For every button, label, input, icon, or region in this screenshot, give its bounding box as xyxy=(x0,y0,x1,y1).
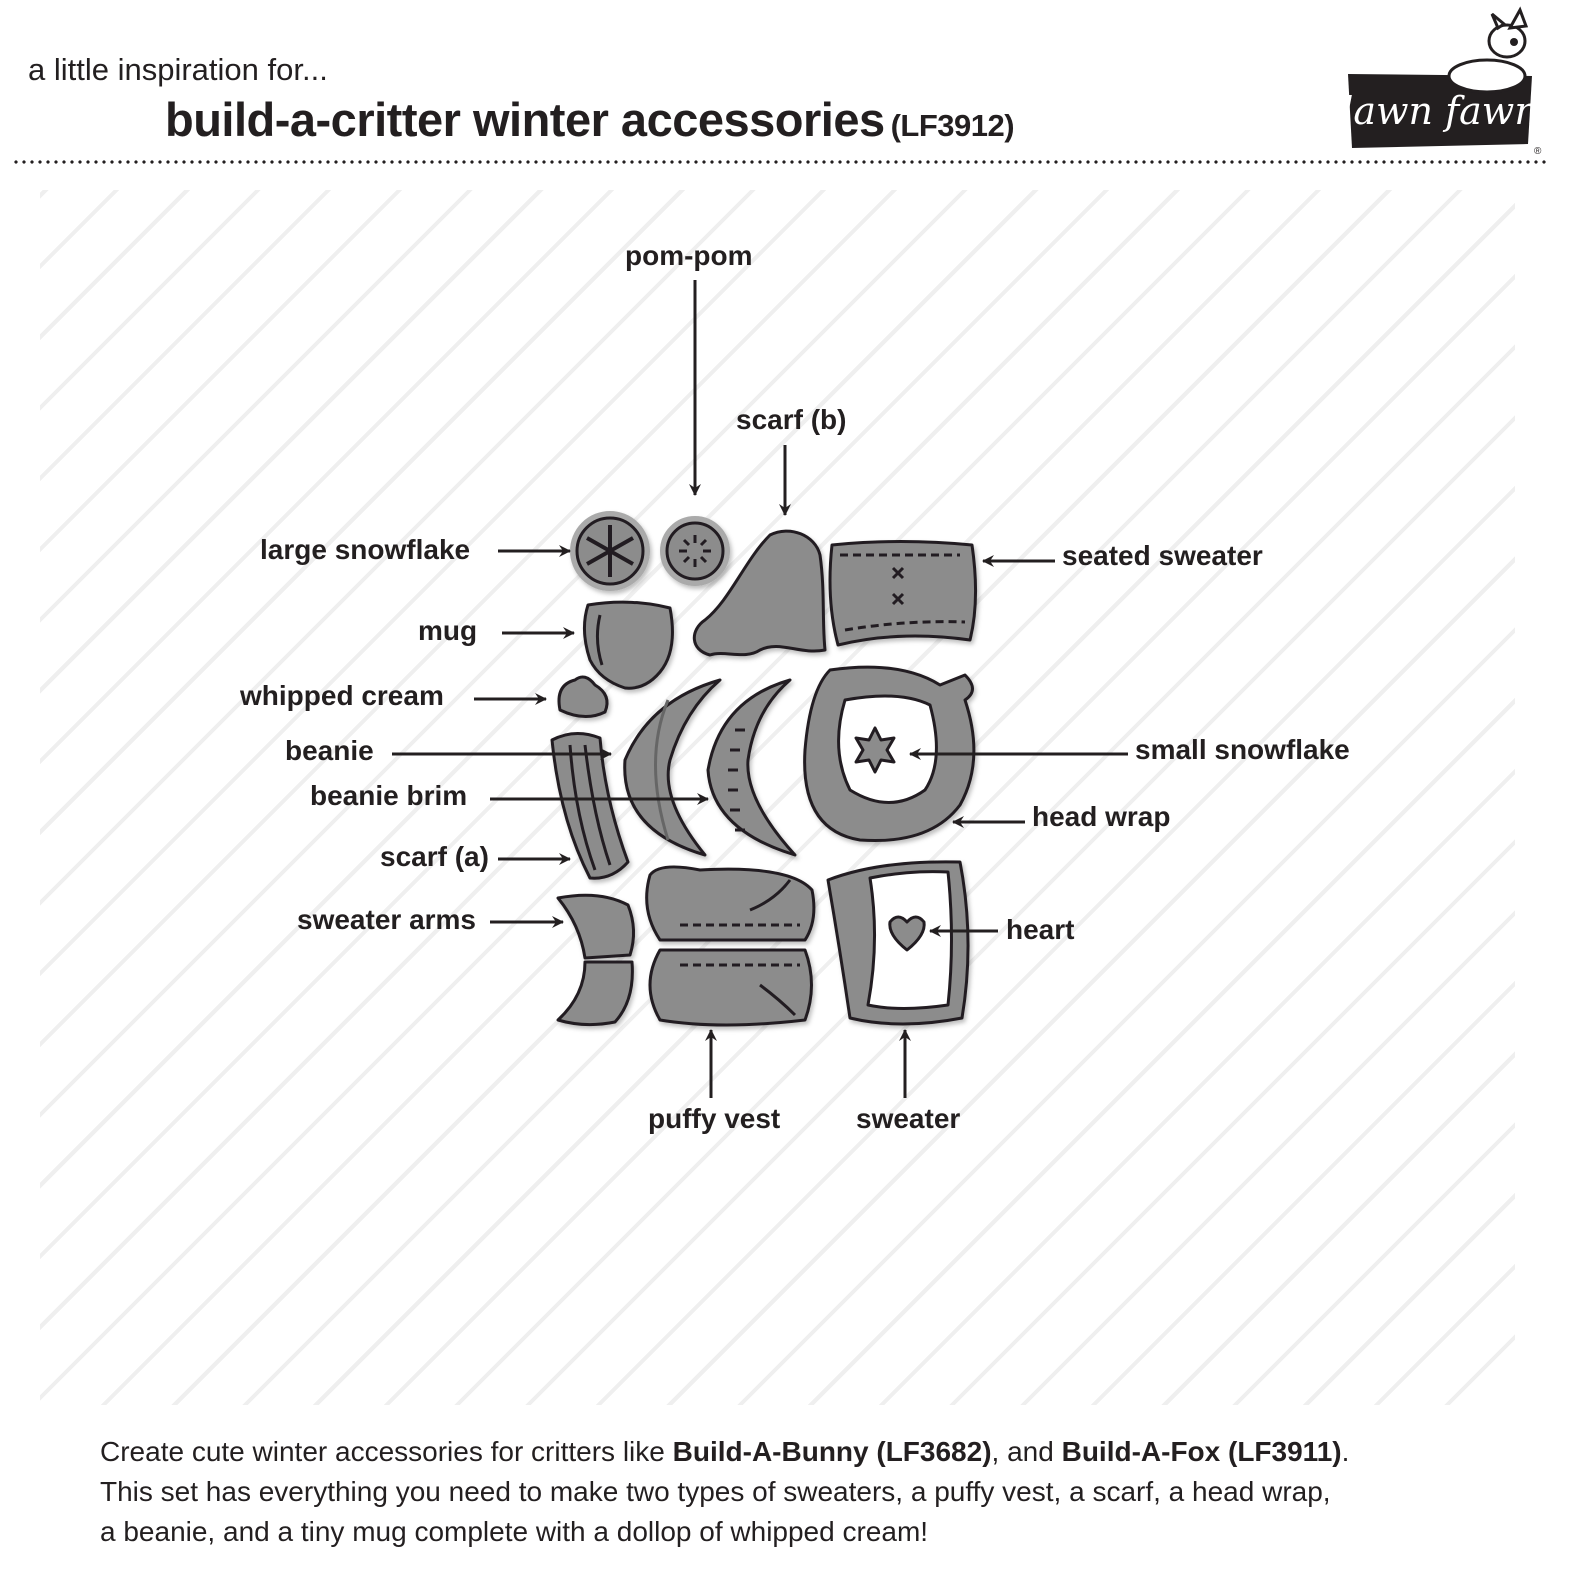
lawn-fawn-logo: lawn fawn ® xyxy=(1342,6,1542,156)
description: Create cute winter accessories for critt… xyxy=(100,1432,1540,1552)
die-large-snowflake xyxy=(570,511,650,591)
label-pom-pom: pom-pom xyxy=(625,240,753,271)
title-text: build-a-critter winter accessories xyxy=(165,93,885,146)
watermark xyxy=(40,190,1515,1405)
label-heart: heart xyxy=(1006,914,1075,945)
label-seated-sweater: seated sweater xyxy=(1062,540,1263,571)
label-beanie-brim: beanie brim xyxy=(310,780,468,811)
product-link-build-a-bunny: Build-A-Bunny (LF3682) xyxy=(672,1436,992,1467)
description-line-3: a beanie, and a tiny mug complete with a… xyxy=(100,1516,929,1547)
description-line-1: Create cute winter accessories for critt… xyxy=(100,1432,1540,1472)
die-scarf-a xyxy=(550,732,630,880)
die-seated-sweater xyxy=(828,540,978,647)
label-whipped-cream: whipped cream xyxy=(240,680,444,711)
product-link-build-a-fox: Build-A-Fox (LF3911) xyxy=(1061,1436,1342,1467)
label-puffy-vest: puffy vest xyxy=(648,1103,781,1134)
label-mug: mug xyxy=(418,615,478,646)
label-small-snowflake: small snowflake xyxy=(1135,734,1350,765)
description-line-2: This set has everything you need to make… xyxy=(100,1476,1331,1507)
label-head-wrap: head wrap xyxy=(1032,801,1171,832)
page-title: build-a-critter winter accessories(LF391… xyxy=(165,92,1015,147)
die-small-snowflake xyxy=(854,726,896,774)
die-scarf-b xyxy=(692,529,827,657)
label-large-snowflake: large snowflake xyxy=(260,534,471,565)
text: . xyxy=(1341,1436,1350,1467)
registered-mark: ® xyxy=(1534,146,1542,156)
pointer-arrows xyxy=(392,280,1128,1098)
die-pom-pom xyxy=(660,516,730,586)
label-scarf-a: scarf (a) xyxy=(380,841,489,872)
text: Create cute winter accessories for critt… xyxy=(100,1436,673,1467)
label-sweater: sweater xyxy=(856,1103,961,1134)
die-whipped-cream xyxy=(557,675,609,718)
die-sweater-arms xyxy=(556,893,635,1027)
product-code: (LF3912) xyxy=(890,108,1015,143)
die-puffy-vest xyxy=(645,865,816,1027)
die-heart xyxy=(888,915,926,952)
label-sweater-arms: sweater arms xyxy=(297,904,477,935)
subtitle: a little inspiration for... xyxy=(28,52,328,87)
die-mug xyxy=(583,600,674,690)
label-scarf-b: scarf (b) xyxy=(736,404,847,435)
logo-text: lawn fawn xyxy=(1342,89,1539,133)
dotted-divider xyxy=(12,160,1546,164)
die-beanie-brim xyxy=(706,678,797,857)
text: , and xyxy=(991,1436,1062,1467)
label-beanie: beanie xyxy=(285,735,374,766)
die-beanie xyxy=(623,678,722,857)
